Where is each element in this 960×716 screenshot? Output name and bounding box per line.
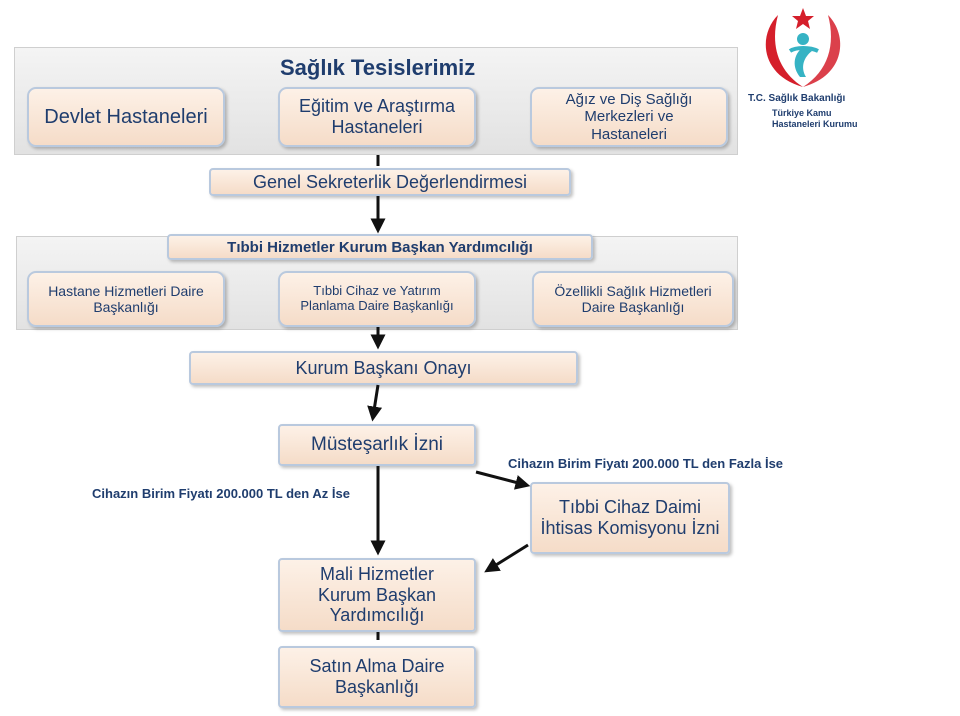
genel-sekreterlik-box: Genel Sekreterlik Değerlendirmesi (209, 168, 571, 196)
arrow-mustesarlik-to-komisyon (475, 470, 531, 490)
logo-line-2: Türkiye Kamu (772, 108, 832, 118)
mustesarlik-izni-box: Müsteşarlık İzni (278, 424, 476, 466)
mali-hizmetler-box: Mali Hizmetler Kurum Başkan Yardımcılığı (278, 558, 476, 632)
devlet-hastaneleri-box: Devlet Hastaneleri (27, 87, 225, 147)
condition-high-label: Cihazın Birim Fiyatı 200.000 TL den Fazl… (508, 456, 784, 471)
satin-alma-box: Satın Alma Daire Başkanlığı (278, 646, 476, 708)
arrow-onay-to-mustesarlik (367, 384, 383, 422)
logo-line-3: Hastaneleri Kurumu (772, 119, 858, 129)
facilities-title: Sağlık Tesislerimiz (280, 55, 476, 80)
egitim-arastirma-box: Eğitim ve Araştırma Hastaneleri (278, 87, 476, 147)
tibbi-hizmetler-title: Tıbbi Hizmetler Kurum Başkan Yardımcılığ… (167, 234, 593, 260)
arrow-komisyon-to-mali (484, 543, 529, 573)
kurum-baskani-onayi-box: Kurum Başkanı Onayı (189, 351, 578, 385)
logo-line-1: T.C. Sağlık Bakanlığı (748, 93, 846, 104)
ministry-logo: T.C. Sağlık Bakanlığı Türkiye Kamu Hasta… (748, 5, 858, 135)
ministry-emblem-icon (765, 8, 841, 87)
agiz-dis-box: Ağız ve Diş Sağlığı Merkezleri ve Hastan… (530, 87, 728, 147)
ozellikli-saglik-box: Özellikli Sağlık Hizmetleri Daire Başkan… (532, 271, 734, 327)
condition-low-label: Cihazın Birim Fiyatı 200.000 TL den Az İ… (92, 486, 350, 501)
tibbi-cihaz-planlama-box: Tıbbi Cihaz ve Yatırım Planlama Daire Ba… (278, 271, 476, 327)
ihtisas-komisyonu-box: Tıbbi Cihaz Daimi İhtisas Komisyonu İzni (530, 482, 730, 554)
hastane-hizmetleri-box: Hastane Hizmetleri Daire Başkanlığı (27, 271, 225, 327)
